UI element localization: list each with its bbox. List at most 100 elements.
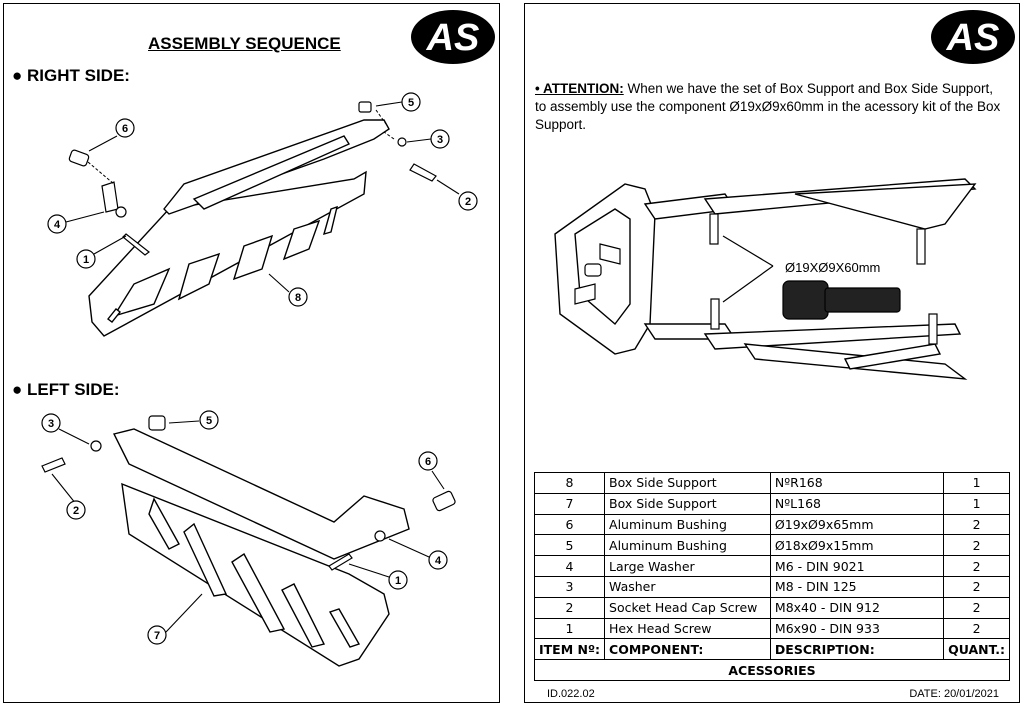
left-callouts: [41, 410, 448, 645]
callout-bubble: [388, 570, 408, 590]
description-cell: NºL168: [769, 492, 945, 515]
component-cell: Aluminum Bushing: [604, 513, 771, 536]
callout-number: 5: [206, 415, 212, 427]
box-support-diagram: Ø19XØ9X60mm: [554, 178, 977, 380]
box-side-support-left: [112, 428, 410, 667]
dimension-label: Ø19XØ9X60mm: [785, 260, 880, 275]
right-side-heading: ● RIGHT SIDE:: [12, 66, 130, 85]
component-cell: Socket Head Cap Screw: [604, 596, 771, 619]
table-header-row: ITEM Nº:COMPONENT:DESCRIPTION:QUANT.:: [533, 638, 1010, 661]
callout-number: 5: [408, 97, 414, 109]
attention-note: • ATTENTION: When we have the set of Box…: [535, 80, 1005, 134]
callout-number: 2: [73, 505, 79, 517]
svg-text:AS: AS: [946, 17, 1000, 59]
component-cell: Large Washer: [604, 555, 771, 577]
header-description: DESCRIPTION:: [769, 638, 945, 661]
description-cell: NºR168: [769, 472, 945, 494]
quantity-cell: 2: [943, 596, 1010, 619]
component-cell: Box Side Support: [604, 492, 771, 515]
callout-bubble: [401, 92, 421, 112]
right-page: AS • ATTENTION: When we have the set of …: [524, 3, 1020, 703]
component-cell: Washer: [604, 575, 771, 598]
component-cell: Hex Head Screw: [604, 617, 771, 640]
quantity-cell: 1: [943, 472, 1010, 494]
description-cell: Ø19xØ9x65mm: [769, 513, 945, 536]
item-number-cell: 4: [533, 555, 606, 577]
callout-bubble: [66, 500, 86, 520]
callout-number: 4: [435, 555, 442, 567]
callout-bubble: [76, 249, 96, 269]
callout-bubble: [288, 287, 308, 307]
callout-bubble: [147, 625, 167, 645]
quantity-cell: 1: [943, 492, 1010, 515]
attention-text: When we have the set of Box Support and …: [535, 81, 1001, 132]
attention-label: • ATTENTION:: [535, 81, 624, 96]
callout-bubble: [430, 129, 450, 149]
callout-bubble: [418, 451, 438, 471]
box-side-support-right: [88, 119, 390, 337]
as-logo: AS: [411, 10, 495, 64]
callout-number: 1: [395, 575, 401, 587]
item-number-cell: 1: [533, 617, 606, 640]
document-date: DATE: 20/01/2021: [909, 688, 999, 700]
description-cell: Ø18xØ9x15mm: [769, 534, 945, 557]
callout-number: 6: [122, 123, 128, 135]
left-page: AS ASSEMBLY SEQUENCE ● RIGHT SIDE: ● LEF…: [3, 3, 500, 703]
svg-text:AS: AS: [426, 17, 480, 59]
quantity-cell: 2: [943, 534, 1010, 557]
callout-number: 4: [54, 219, 61, 231]
quantity-cell: 2: [943, 617, 1010, 640]
callout-number: 3: [48, 418, 54, 430]
right-side-diagram: 6 5 3 2 4 1 8: [47, 92, 478, 337]
table-footer-row: ACESSORIES: [534, 659, 1010, 681]
document-id: ID.022.02: [547, 688, 595, 700]
item-number-cell: 3: [533, 575, 606, 598]
callout-bubble: [428, 550, 448, 570]
callout-bubble: [458, 191, 478, 211]
callout-number: 2: [465, 196, 471, 208]
header-quantity: QUANT.:: [943, 638, 1010, 661]
box-support-rack: [554, 178, 977, 380]
description-cell: M8x40 - DIN 912: [769, 596, 945, 619]
header-item: ITEM Nº:: [533, 638, 606, 661]
callout-bubble: [47, 214, 67, 234]
header-component: COMPONENT:: [604, 638, 771, 661]
description-cell: M8 - DIN 125: [769, 575, 945, 598]
callout-number: 7: [154, 630, 160, 642]
left-side-diagram: 3 5 6 2 4 1 7: [41, 410, 456, 667]
left-side-heading: ● LEFT SIDE:: [12, 380, 120, 399]
callout-number: 8: [295, 292, 301, 304]
callout-bubble: [41, 413, 61, 433]
component-cell: Box Side Support: [604, 472, 771, 494]
item-number-cell: 8: [533, 472, 606, 494]
callout-number: 6: [425, 456, 431, 468]
quantity-cell: 2: [943, 555, 1010, 577]
page-title: ASSEMBLY SEQUENCE: [148, 34, 341, 53]
item-number-cell: 7: [533, 492, 606, 515]
spacer-component: [782, 280, 901, 320]
callout-bubble: [199, 410, 219, 430]
right-callouts: [47, 92, 478, 307]
description-cell: M6x90 - DIN 933: [769, 617, 945, 640]
quantity-cell: 2: [943, 513, 1010, 536]
callout-bubble: [115, 118, 135, 138]
item-number-cell: 2: [533, 596, 606, 619]
as-logo: AS: [931, 10, 1015, 64]
item-number-cell: 5: [533, 534, 606, 557]
quantity-cell: 2: [943, 575, 1010, 598]
description-cell: M6 - DIN 9021: [769, 555, 945, 577]
component-cell: Aluminum Bushing: [604, 534, 771, 557]
callout-number: 3: [437, 134, 443, 146]
accessories-label: ACESSORIES: [534, 659, 1010, 681]
callout-number: 1: [83, 254, 89, 266]
item-number-cell: 6: [533, 513, 606, 536]
